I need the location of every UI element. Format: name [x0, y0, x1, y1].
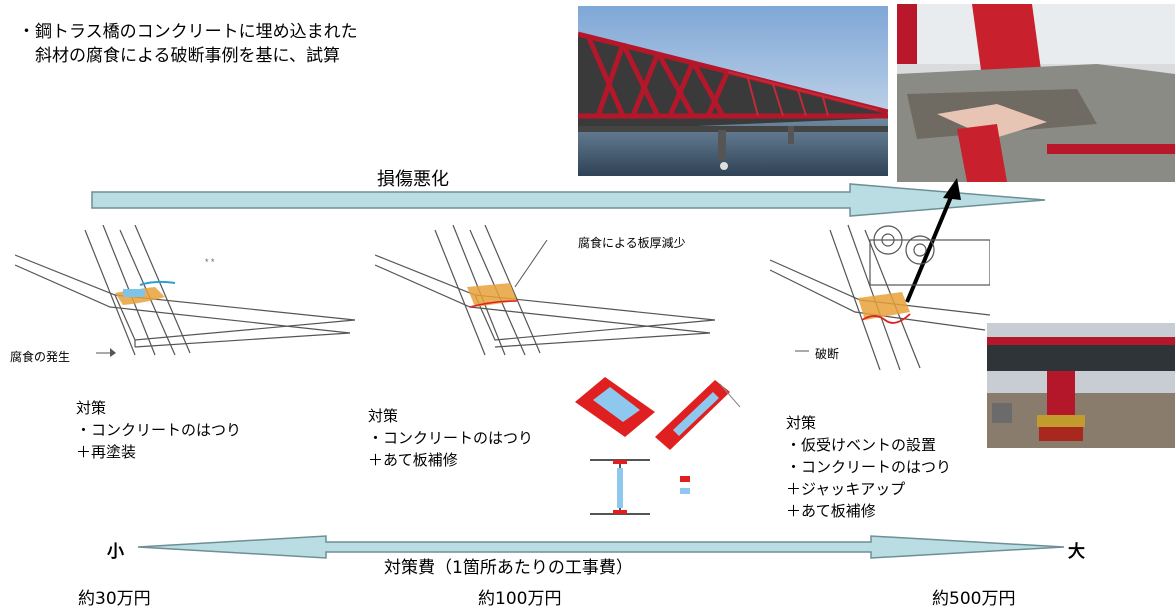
truss-bridge-photo [578, 6, 888, 176]
cost-axis-label: 対策費（1箇所あたりの工事費） [384, 558, 633, 578]
measure-title: 対策 [76, 399, 107, 417]
measure-item: ＋再塗装 [76, 443, 137, 461]
cost-low-label: 小 [107, 542, 124, 562]
repair-plate-diagram [575, 377, 741, 515]
measure-title: 対策 [368, 407, 399, 425]
stage3-callout-marker [795, 350, 809, 352]
stage3-cost: 約500万円 [932, 589, 1016, 609]
stage1-measures: 対策・コンクリートのはつり ＋再塗装 [76, 397, 241, 463]
pointer-arrow [905, 178, 961, 303]
intro-text: ・鋼トラス橋のコンクリートに埋め込まれた 斜材の腐食による破断事例を基に、試算 [18, 20, 358, 68]
measure-item: ・コンクリートのはつり [368, 429, 534, 447]
stage2-callout: 腐食による板厚減少 [578, 236, 686, 250]
measure-item: ・コンクリートのはつり [76, 421, 242, 439]
measure-item: ＋ジャッキアップ [786, 480, 906, 498]
measure-item: ・仮受けベントの設置 [786, 436, 937, 454]
stage2-drawing [375, 225, 716, 356]
measure-item: ＋あて板補修 [368, 451, 458, 469]
stage3-drawing [770, 224, 990, 370]
stage1-callout: 腐食の発生 [10, 350, 71, 364]
stage2-cost: 約100万円 [478, 589, 562, 609]
stage1-cost: 約30万円 [78, 589, 151, 609]
stage1-drawing: * * [15, 225, 356, 356]
stage3-measures: 対策・仮受けベントの設置・コンクリートのはつり ＋ジャッキアップ ＋あて板補修 [786, 412, 951, 522]
intro-line-2: 斜材の腐食による破断事例を基に、試算 [18, 46, 340, 66]
svg-text:* *: * * [205, 257, 215, 267]
cost-high-label: 大 [1068, 542, 1085, 562]
measure-item: ＋あて板補修 [786, 502, 876, 520]
intro-line-1: ・鋼トラス橋のコンクリートに埋め込まれた [18, 22, 358, 42]
jackup-photo [987, 323, 1175, 448]
cost-double-arrow [137, 535, 1065, 559]
stage3-callout: 破断 [815, 347, 840, 361]
stage2-measures: 対策・コンクリートのはつり ＋あて板補修 [368, 405, 533, 471]
measure-title: 対策 [786, 414, 817, 432]
fracture-closeup-photo [897, 4, 1175, 182]
measure-item: ・コンクリートのはつり [786, 458, 952, 476]
damage-arrow-label: 損傷悪化 [377, 169, 449, 190]
stage1-callout-marker [96, 348, 116, 357]
